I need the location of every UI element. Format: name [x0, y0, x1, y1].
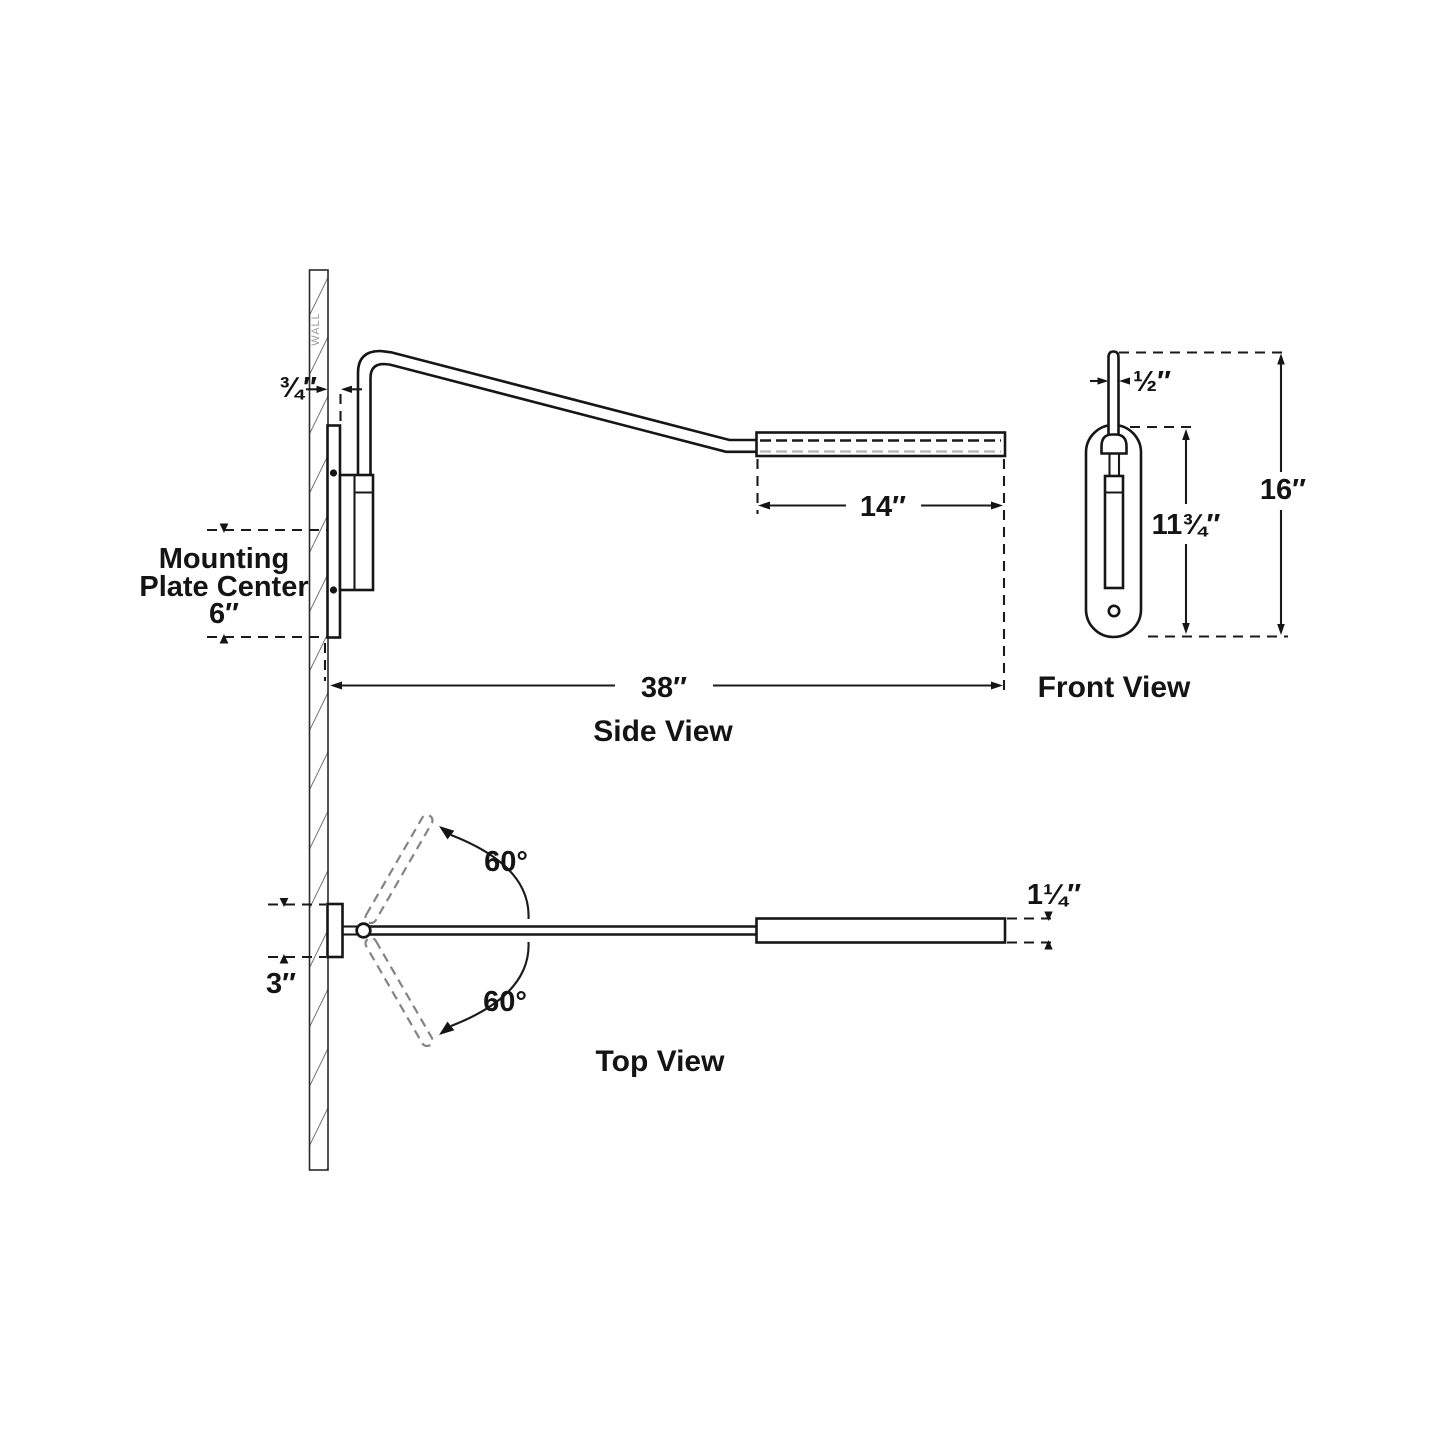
swing-arc-upper-arrow: [439, 826, 455, 840]
dim-overall-height-top-arrow: [1277, 353, 1285, 365]
wall-section: WALL: [308, 269, 329, 1171]
swing-arc-lower-arrow: [439, 1021, 455, 1035]
swing-arm-ghost-lower: [364, 936, 434, 1048]
side-view: ¾″ Mounting Plate Center 6″ 14″ 38″ Side…: [139, 349, 1007, 748]
wall-label: WALL: [310, 312, 322, 346]
dim-shade-diameter-lower-tick: [1044, 940, 1053, 950]
front-view: ½″ 11¾″ 16″ Front View: [1038, 350, 1306, 704]
dim-backplate-width-lower-tick: [279, 954, 289, 964]
dim-arm-diameter-right-arrow: [1119, 377, 1130, 385]
swing-arm-ghost-upper: [364, 813, 434, 925]
dim-overall-height-label: 16″: [1260, 474, 1306, 506]
dim-overall-height-bottom-arrow: [1277, 624, 1285, 635]
front-arm-rod: [1107, 350, 1120, 438]
mounting-center-upper-tick: [219, 523, 229, 533]
swing-arm-ghost-upper-group: [364, 813, 434, 925]
mounting-center-label-line1: Mounting: [159, 543, 289, 575]
side-mounting-plate: [326, 424, 342, 639]
top-mounting-plate: [326, 902, 344, 959]
dim-shade-length-right-arrow: [991, 501, 1003, 510]
dim-backplate-depth-right-arrow: [341, 385, 352, 393]
side-view-title: Side View: [593, 715, 733, 748]
mounting-center-label-line2: Plate Center: [139, 571, 308, 603]
dim-shade-length-left-arrow: [758, 501, 770, 510]
side-arm-tube-upper-line: [356, 349, 757, 476]
side-lamp-head: [755, 431, 1007, 458]
dim-shade-diameter-upper-tick: [1044, 911, 1053, 921]
side-mounting-screw-top: [329, 469, 338, 477]
dim-shade-diameter-label: 1¼″: [1027, 879, 1081, 911]
side-arm-tube-lower-line: [369, 362, 757, 476]
front-pivot-knuckle: [1100, 433, 1128, 455]
dim-extension-right-arrow: [991, 681, 1003, 690]
front-screw-hole: [1107, 604, 1121, 618]
front-view-title: Front View: [1038, 671, 1191, 704]
dim-arm-diameter-label: ½″: [1133, 366, 1171, 398]
mounting-center-label-line3: 6″: [209, 598, 239, 630]
front-arm-tube: [1103, 474, 1125, 590]
dim-backplate-height-top-arrow: [1182, 429, 1190, 440]
swing-arc-lower: [450, 941, 530, 1027]
dim-backplate-height-label: 11¾″: [1152, 509, 1221, 541]
side-stem-housing: [338, 473, 375, 592]
dim-backplate-depth-label: ¾″: [279, 372, 317, 404]
dim-swing-lower-label: 60°: [483, 986, 527, 1018]
top-view-title: Top View: [596, 1045, 726, 1078]
mounting-center-lower-tick: [219, 634, 229, 644]
dim-arm-diameter-left-arrow: [1097, 377, 1109, 385]
dim-extension-label: 38″: [641, 672, 687, 704]
dim-swing-upper-label: 60°: [484, 846, 528, 878]
top-view: 3″ 60° 60° 1¼″ Top View: [266, 813, 1081, 1078]
swing-arc-upper: [450, 834, 530, 920]
dim-backplate-width-label: 3″: [266, 968, 296, 1000]
dim-backplate-width-upper-tick: [279, 898, 289, 907]
dim-extension-left-arrow: [330, 681, 342, 690]
wall-hatch: [308, 269, 329, 1171]
dim-backplate-depth-left-arrow: [316, 385, 328, 393]
top-pivot-joint: [355, 922, 372, 939]
side-mounting-screw-bottom: [329, 586, 338, 594]
swing-arm-ghost-lower-group: [364, 936, 434, 1048]
dim-shade-length-label: 14″: [860, 491, 906, 523]
dim-backplate-height-bottom-arrow: [1182, 623, 1190, 634]
top-lamp-head: [755, 917, 1007, 944]
